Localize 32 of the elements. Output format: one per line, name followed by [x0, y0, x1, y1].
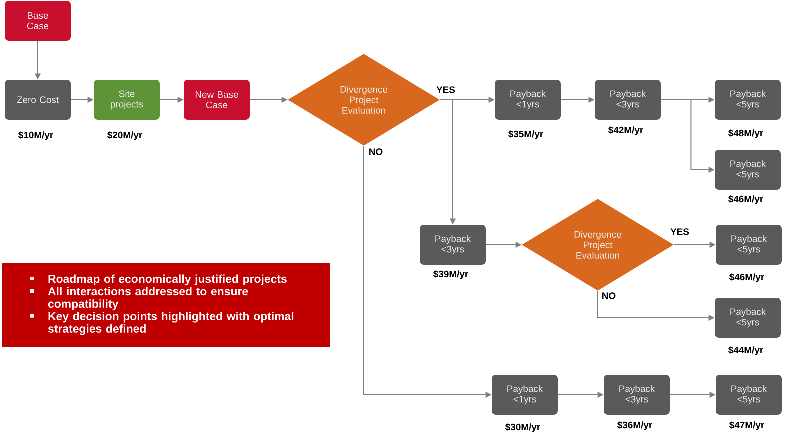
value-label: $46M/yr — [730, 274, 764, 282]
process-box: New Base Case — [184, 80, 250, 120]
value-label: $46M/yr — [728, 196, 764, 204]
process-box: Payback <1yrs — [492, 375, 558, 415]
value-label: $35M/yr — [508, 130, 544, 140]
process-box: Payback <5yrs — [715, 150, 781, 190]
value-label: $30M/yr — [506, 424, 540, 432]
value-label: $20M/yr — [108, 132, 142, 140]
value-label: $47M/yr — [730, 422, 764, 430]
process-box: Payback <5yrs — [715, 80, 781, 120]
process-box: Payback <1yrs — [495, 80, 561, 120]
process-box: Payback <3yrs — [595, 80, 661, 120]
process-box: Site projects — [94, 80, 160, 120]
process-box: Payback <5yrs — [716, 375, 782, 415]
value-label: $36M/yr — [618, 422, 652, 430]
process-box: Base Case — [5, 1, 71, 41]
process-box: Payback <3yrs — [604, 375, 670, 415]
edge-label: NO — [600, 292, 618, 300]
bullet-item: All interactions addressed to ensure compatibility — [48, 287, 248, 310]
process-box: Payback <3yrs — [420, 225, 486, 265]
process-box: Payback <5yrs — [716, 225, 782, 265]
bullet-item: Roadmap of economically justified projects — [48, 274, 287, 286]
value-label: $44M/yr — [728, 346, 764, 356]
bullet-item: Key decision points highlighted with optimal strategies defined — [48, 312, 294, 336]
value-label: $39M/yr — [434, 270, 468, 280]
value-label: $10M/yr — [18, 132, 54, 140]
process-box: Zero Cost — [5, 80, 71, 120]
bullet-panel — [2, 263, 330, 347]
value-label: $42M/yr — [608, 126, 644, 136]
edge-label: NO — [368, 148, 384, 156]
value-label: $48M/yr — [728, 130, 764, 138]
process-box: Payback <5yrs — [715, 298, 781, 338]
